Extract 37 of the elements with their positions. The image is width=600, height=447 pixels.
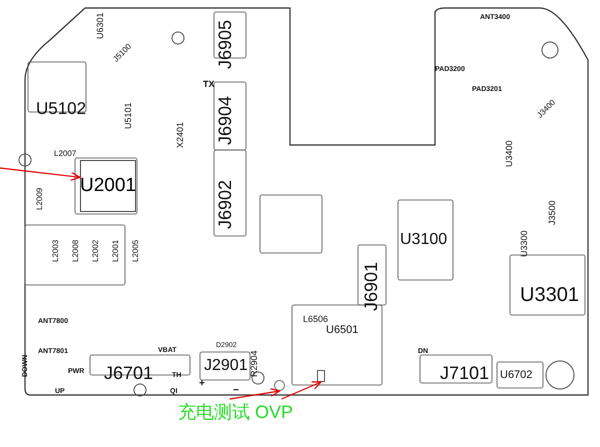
component-label: J3500 <box>548 200 557 225</box>
component-label: U5102 <box>36 100 86 117</box>
component-label: L6506 <box>303 315 328 324</box>
component-pad <box>317 370 325 382</box>
component-label: U3300 <box>520 230 529 257</box>
annotation-text: 充电测试 OVP <box>178 400 294 424</box>
component-label: U6301 <box>96 12 105 39</box>
component-label: J6901 <box>362 262 380 311</box>
component-label: U3400 <box>505 140 514 167</box>
component-label: L2002 <box>92 240 100 262</box>
component-label: J6905 <box>216 20 234 69</box>
component-label: U5101 <box>124 102 133 129</box>
component-label: L2001 <box>112 240 120 262</box>
component-label: J6701 <box>104 364 154 382</box>
component-label: L2008 <box>72 240 80 262</box>
component-label: − <box>233 386 239 396</box>
component-label: J2901 <box>204 358 248 374</box>
component-label: J7101 <box>440 364 490 382</box>
component-label: L2003 <box>52 240 60 262</box>
component-label: U6702 <box>500 370 532 381</box>
component-label: R2904 <box>250 350 259 377</box>
component-label: L2009 <box>36 188 44 210</box>
component-label: + <box>199 379 205 389</box>
component-label: L2005 <box>132 240 140 262</box>
component-label: U3100 <box>400 232 448 248</box>
chip-outline: U2001 <box>80 160 136 212</box>
component-label: TX <box>203 80 215 89</box>
arrow <box>0 167 81 181</box>
test-point <box>274 380 285 391</box>
component-label: L2007 <box>54 150 76 158</box>
component-label: U6501 <box>326 325 358 336</box>
arrow <box>230 388 280 400</box>
component-label: J6902 <box>216 180 234 229</box>
component-label: X2401 <box>176 122 185 148</box>
component-label: J6904 <box>216 96 234 145</box>
arrow <box>281 381 322 400</box>
component-label: U3301 <box>520 285 579 305</box>
